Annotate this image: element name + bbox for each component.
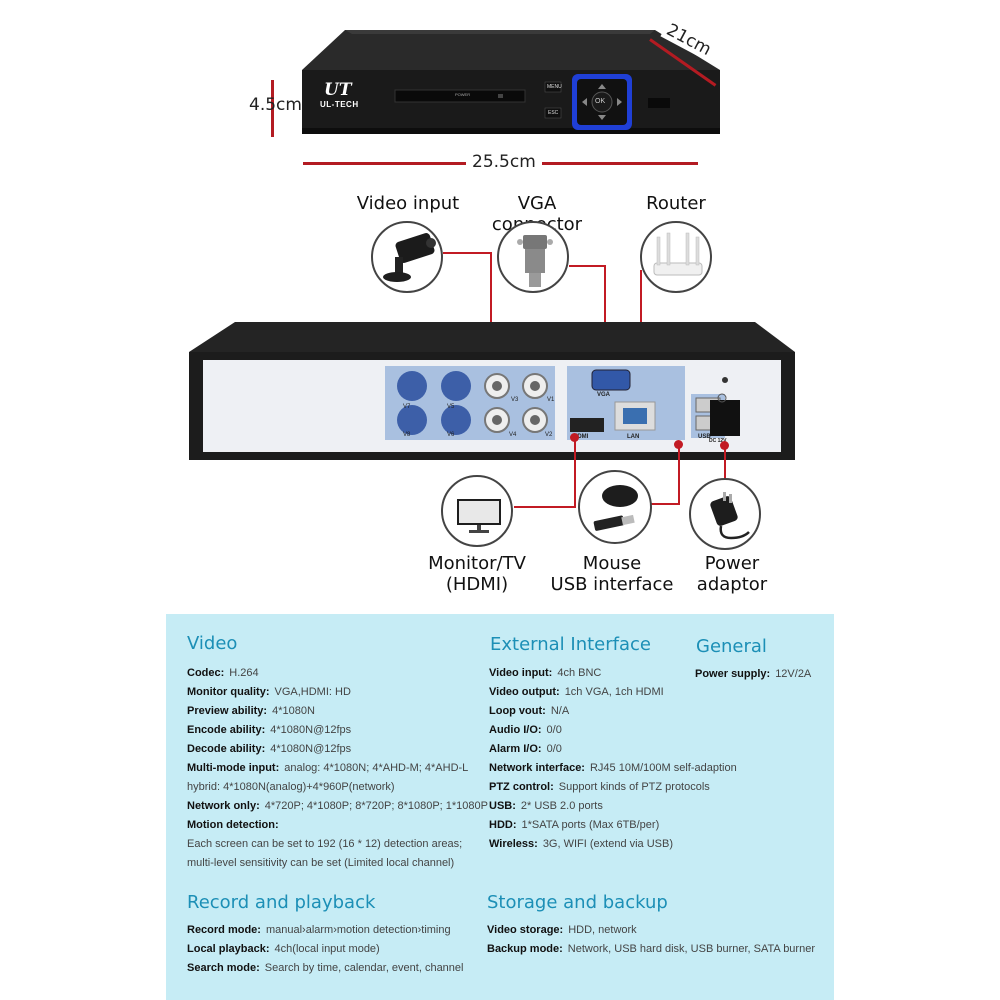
general-row-0: Power supply:12V/2A [695,668,812,680]
router-label: Router [646,193,706,214]
external-row-0: Video input:4ch BNC [489,667,602,679]
power-adaptor-icon [710,492,750,540]
video-row-0: Codec:H.264 [187,667,259,679]
external-row-5: Network interface:RJ45 10M/100M self-ada… [489,762,737,774]
video-input-label: Video input [356,193,460,214]
record-row-1: Local playback:4ch(local input mode) [187,943,380,955]
video-row-10: multi-level sensitivity can be set (Limi… [187,857,455,869]
port-label-v1: V1 [547,397,555,403]
vga-circle [497,221,569,293]
port-label-v5: V5 [447,404,455,410]
external-section-title: External Interface [490,634,651,655]
vga-line-v [604,265,606,373]
video-row-5: Multi-mode input:analog: 4*1080N; 4*AHD-… [187,762,469,774]
power-indicator-label: POWER [455,92,471,97]
router-circle [640,221,712,293]
dvr-front-view: UT UL-TECH POWER MENU ESC OK [300,28,720,138]
dvr-rear-graphic [189,322,795,460]
esc-button[interactable]: ESC [548,110,559,116]
dvr-front-graphic [302,30,720,134]
usb-line-h [650,503,680,505]
external-row-1: Video output:1ch VGA, 1ch HDMI [489,686,664,698]
video-row-9: Each screen can be set to 192 (16 * 12) … [187,838,463,850]
brand-name: UL-TECH [320,100,359,109]
mouse-label-line1: Mouse [582,553,642,574]
video-row-2: Preview ability:4*1080N [187,705,315,717]
hdmi-line-h [514,506,576,508]
video-row-6: hybrid: 4*1080N(analog)+4*960P(network) [187,781,395,793]
ok-button[interactable]: OK [595,98,606,105]
camera-icon [383,233,436,282]
vga-plug-icon [517,235,553,287]
storage-row-1: Backup mode:Network, USB hard disk, USB … [487,943,815,955]
port-label-v7: V7 [403,404,411,410]
menu-button[interactable]: MENU [547,84,562,90]
external-row-6: PTZ control:Support kinds of PTZ protoco… [489,781,710,793]
video-row-8: Motion detection: [187,819,279,831]
power-circle [689,478,761,550]
height-dimension-label: 4.5cm [249,95,302,115]
brand-logo-icon: UT [324,80,352,100]
video-line-h [443,252,491,254]
router-icon [653,232,703,276]
external-row-7: USB:2* USB 2.0 ports [489,800,603,812]
vga-port-label: VGA [597,392,611,398]
monitor-label-line1: Monitor/TV [428,553,526,574]
lan-port-label: LAN [627,434,640,440]
mouse-label-line2: USB interface [550,574,674,595]
monitor-label-line2: (HDMI) [445,574,509,595]
power-label-line1: Power [704,553,760,574]
hdmi-port-label: HDMI [573,434,589,440]
external-row-2: Loop vout:N/A [489,705,570,717]
external-row-9: Wireless:3G, WIFI (extend via USB) [489,838,674,850]
video-row-4: Decode ability:4*1080N@12fps [187,743,352,755]
port-label-v2: V2 [545,432,553,438]
record-row-2: Search mode:Search by time, calendar, ev… [187,962,464,974]
mouse-icon [593,485,638,531]
dvr-rear-view: V7 V5 V3 V1 V8 V6 V4 V2 VGA HDMI LAN USB… [185,320,797,470]
power-line-v [724,445,726,485]
video-section-title: Video [187,633,238,654]
video-row-3: Encode ability:4*1080N@12fps [187,724,352,736]
storage-section-title: Storage and backup [487,892,668,913]
height-dimension-line [271,80,274,137]
monitor-circle [441,475,513,547]
video-row-1: Monitor quality:VGA,HDMI: HD [187,686,351,698]
external-row-4: Alarm I/O:0/0 [489,743,562,755]
port-label-v8: V8 [403,432,411,438]
camera-circle [371,221,443,293]
port-label-v4: V4 [509,432,517,438]
storage-row-0: Video storage:HDD, network [487,924,637,936]
external-row-3: Audio I/O:0/0 [489,724,562,736]
monitor-icon [457,499,501,533]
record-row-0: Record mode:manual›alarm›motion detectio… [187,924,451,936]
power-label-line2: adaptor [696,574,768,595]
video-row-7: Network only:4*720P; 4*1080P; 8*720P; 8*… [187,800,488,812]
width-dimension-label: 25.5cm [466,152,542,172]
usb-line-v [678,444,680,504]
dc-port-label: DC 12V [709,438,727,444]
port-label-v3: V3 [511,397,519,403]
vga-line-h [569,265,605,267]
spec-panel: Video Codec:H.264 Monitor quality:VGA,HD… [166,614,834,1000]
video-line-v [490,252,492,380]
mouse-circle [578,470,652,544]
general-section-title: General [696,636,767,657]
hdmi-line-v [574,437,576,507]
port-label-v6: V6 [447,432,455,438]
usb-port-label: USB [698,434,711,440]
external-row-8: HDD:1*SATA ports (Max 6TB/per) [489,819,660,831]
record-section-title: Record and playback [187,892,376,913]
